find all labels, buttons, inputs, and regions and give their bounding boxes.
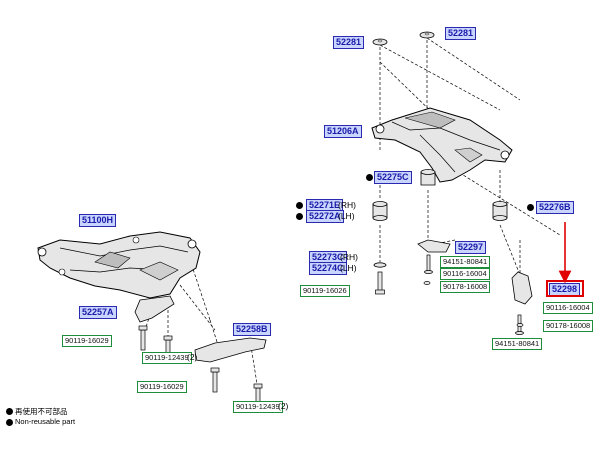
top-mount-washers	[372, 31, 435, 46]
side-suffix-rh: (RH)	[338, 200, 356, 210]
rear-bolts	[375, 254, 524, 335]
rear-brackets	[417, 239, 533, 305]
non-reusable-dot-icon	[366, 174, 373, 181]
part-label-52274c[interactable]: 52274C	[309, 262, 347, 275]
part-label-90119-16026[interactable]: 90119-16026	[300, 285, 350, 297]
non-reusable-dot-icon	[6, 419, 13, 426]
brace-52258b	[194, 337, 267, 363]
highlight-box-52298	[546, 280, 584, 297]
legend-non-reusable-jp: 再使用不可部品	[15, 407, 68, 416]
non-reusable-dot-icon	[6, 408, 13, 415]
side-suffix-rh: (RH)	[340, 252, 358, 262]
quantity-suffix: (2)	[278, 401, 289, 411]
part-label-90119-16029[interactable]: 90119-16029	[137, 381, 187, 393]
part-label-52281-left[interactable]: 52281	[333, 36, 365, 49]
part-label-52275c[interactable]: 52275C	[374, 171, 412, 184]
part-label-90178-16008[interactable]: 90178-16008	[543, 320, 594, 332]
side-suffix-lh: (LH)	[340, 263, 357, 273]
part-label-90116-16004[interactable]: 90116-16004	[543, 302, 593, 314]
part-label-52257a[interactable]: 52257A	[79, 306, 117, 319]
part-label-90116-16004[interactable]: 90116-16004	[440, 268, 490, 280]
side-suffix-lh: (LH)	[338, 211, 355, 221]
part-label-94151-80841[interactable]: 94151-80841	[492, 338, 543, 350]
part-label-52272a[interactable]: 52272A	[306, 210, 344, 223]
part-label-52281-right[interactable]: 52281	[445, 27, 477, 40]
part-label-90178-16008[interactable]: 90178-16008	[440, 281, 491, 293]
non-reusable-dot-icon	[296, 202, 303, 209]
rear-subframe	[371, 107, 513, 183]
part-label-51206a[interactable]: 51206A	[324, 125, 362, 138]
rear-leader-lines	[379, 37, 561, 276]
part-label-52276b[interactable]: 52276B	[536, 201, 574, 214]
legend-non-reusable-en: Non-reusable part	[15, 417, 76, 426]
brace-52257a	[134, 295, 175, 323]
part-label-90119-12439[interactable]: 90119-12439	[233, 401, 283, 413]
part-label-52297[interactable]: 52297	[455, 241, 487, 254]
quantity-suffix: (2)	[187, 352, 198, 362]
part-label-52271e[interactable]: 52271E	[306, 199, 344, 212]
part-label-94151-80841[interactable]: 94151-80841	[440, 256, 491, 268]
part-label-51100h[interactable]: 51100H	[79, 214, 117, 227]
part-label-52258b[interactable]: 52258B	[233, 323, 271, 336]
front-bolts	[138, 325, 263, 403]
part-label-90119-16029[interactable]: 90119-16029	[62, 335, 112, 347]
non-reusable-dot-icon	[296, 213, 303, 220]
rear-bushings	[372, 169, 508, 268]
front-crossmember	[37, 231, 201, 299]
non-reusable-dot-icon	[527, 204, 534, 211]
part-label-90119-12439[interactable]: 90119-12439	[142, 352, 192, 364]
